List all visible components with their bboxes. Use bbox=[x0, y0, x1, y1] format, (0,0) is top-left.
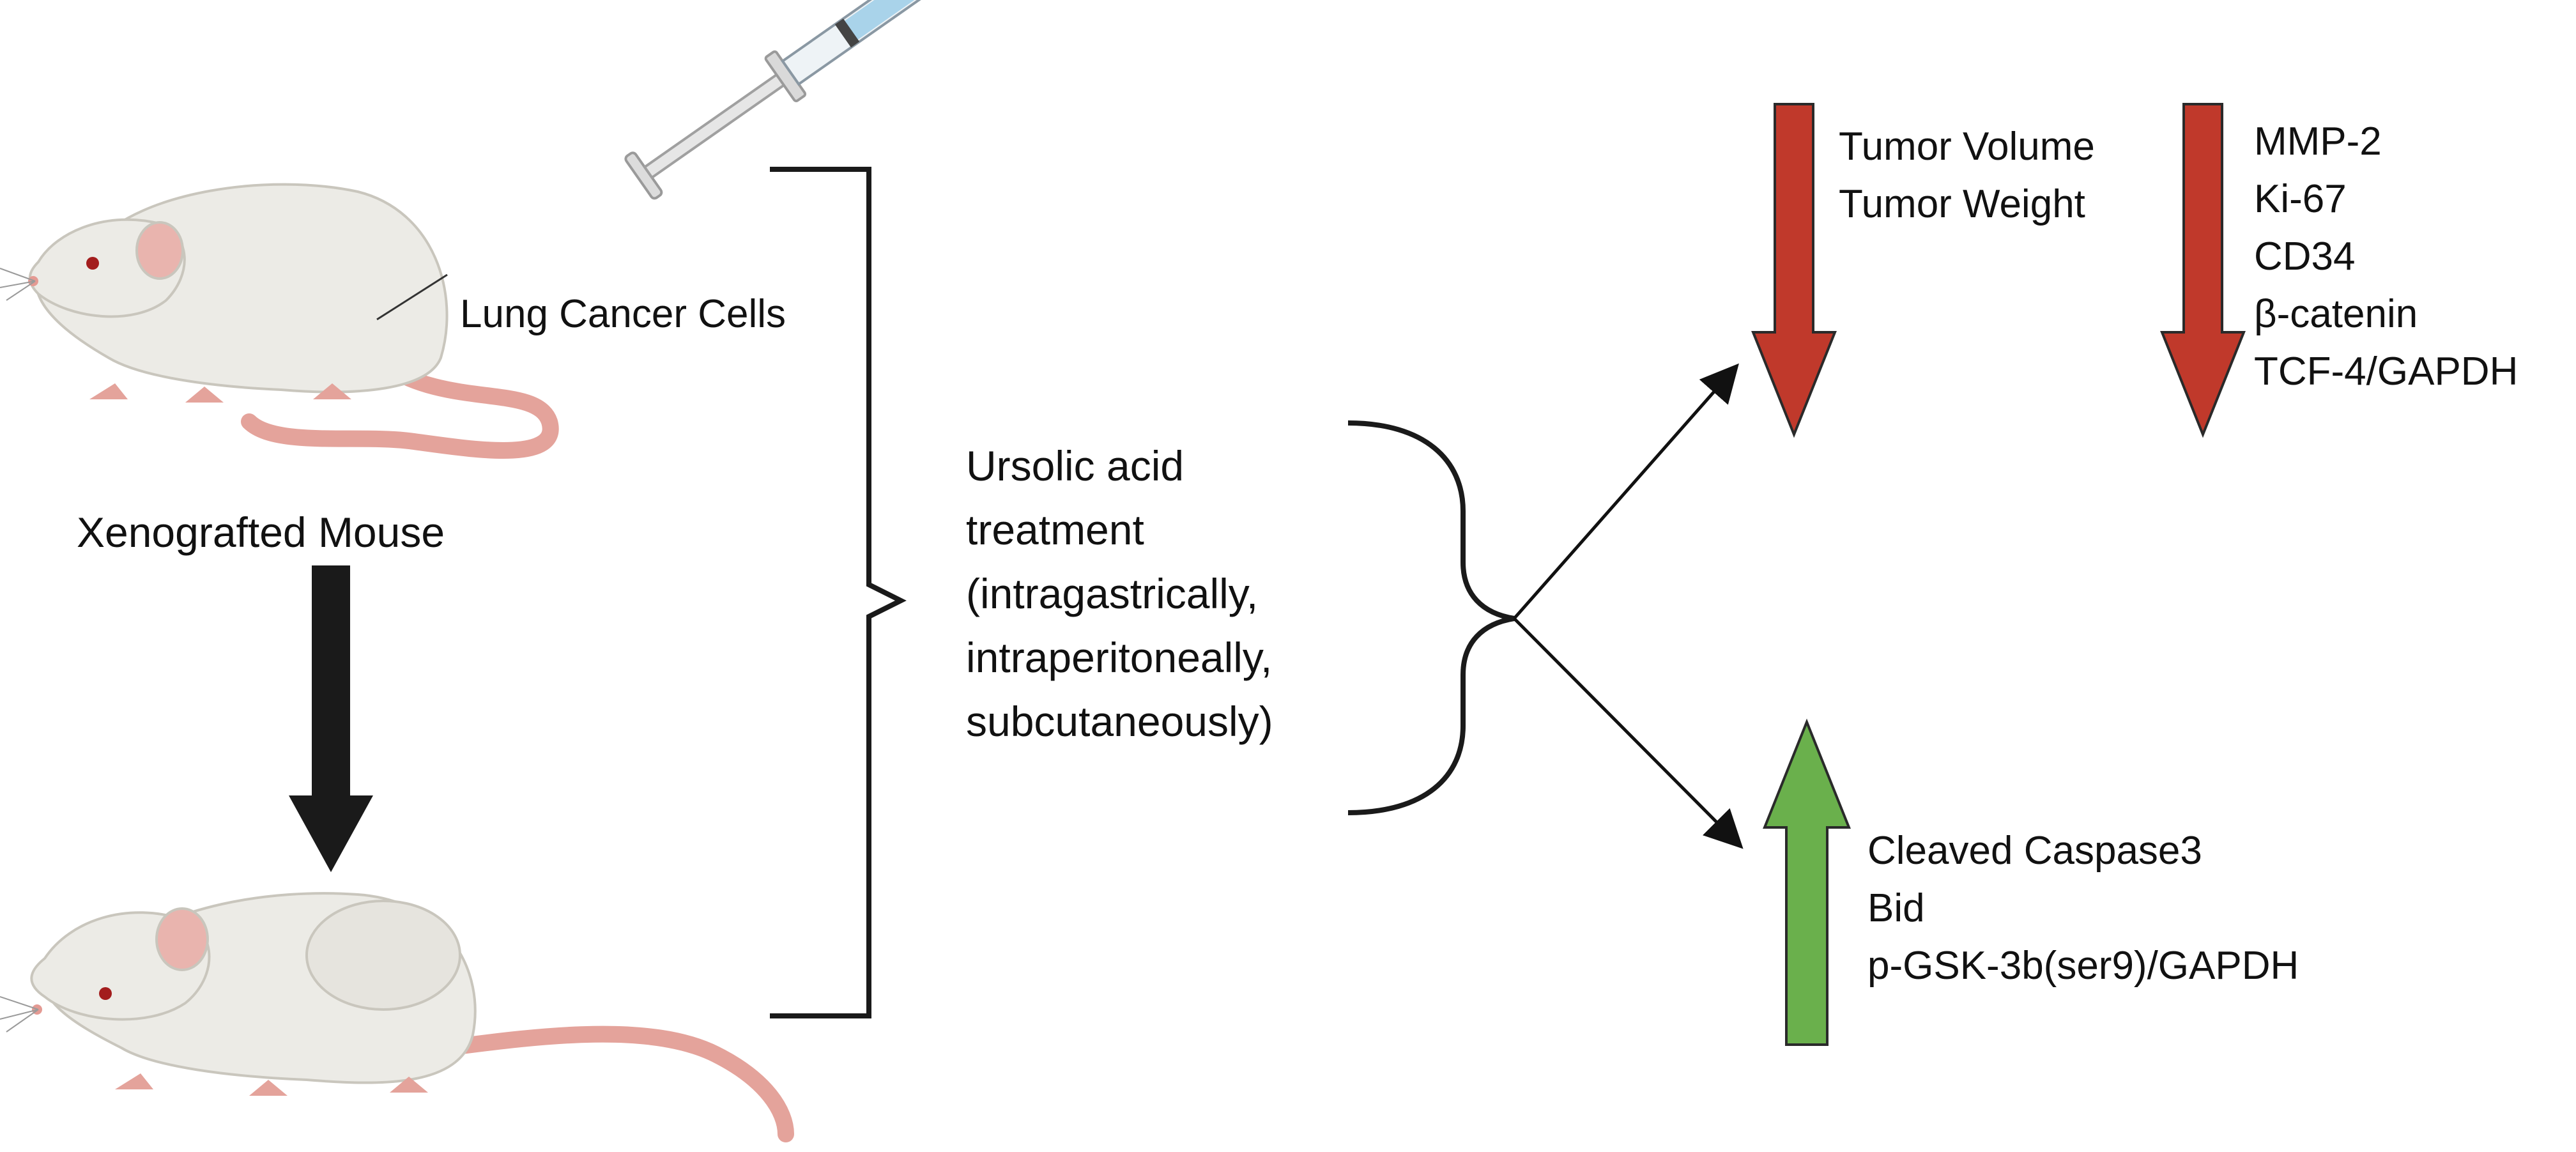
xenografted-mouse-caption: Xenografted Mouse bbox=[77, 509, 445, 556]
mouse-bottom-illustration bbox=[0, 892, 794, 1142]
treatment-line: treatment bbox=[966, 506, 1144, 553]
treatment-line: subcutaneously) bbox=[966, 698, 1273, 745]
arrow-to-decrease bbox=[1513, 363, 1739, 620]
cleaved-caspase3-label: Cleaved Caspase3 bbox=[1867, 829, 2202, 873]
treatment-label: Ursolic acid treatment (intragastrically… bbox=[966, 442, 1273, 745]
decrease-arrow-1 bbox=[1751, 103, 1837, 438]
tcf4-gapdh-label: TCF-4/GAPDH bbox=[2254, 349, 2518, 394]
tumor-volume-label: Tumor Volume bbox=[1839, 125, 2095, 169]
ki67-label: Ki-67 bbox=[2254, 177, 2347, 221]
bid-label: Bid bbox=[1867, 886, 1925, 930]
decrease-group-2-labels: MMP-2 Ki-67 CD34 β-catenin TCF-4/GAPDH bbox=[2254, 119, 2518, 394]
arrow-to-increase bbox=[1513, 617, 1744, 849]
progression-down-arrow bbox=[289, 565, 373, 872]
beta-catenin-label: β-catenin bbox=[2254, 292, 2418, 336]
increase-arrow bbox=[1763, 718, 1851, 1046]
treatment-line: (intragastrically, bbox=[966, 570, 1258, 617]
tumor-weight-label: Tumor Weight bbox=[1839, 182, 2085, 226]
lung-cancer-cells-label: Lung Cancer Cells bbox=[460, 292, 786, 336]
curly-brace bbox=[1347, 420, 1515, 815]
mmp2-label: MMP-2 bbox=[2254, 119, 2382, 164]
increase-group-labels: Cleaved Caspase3 Bid p-GSK-3b(ser9)/GAPD… bbox=[1867, 829, 2299, 988]
treatment-line: intraperitoneally, bbox=[966, 634, 1272, 681]
decrease-arrow-2 bbox=[2160, 103, 2246, 438]
decrease-group-1-labels: Tumor Volume Tumor Weight bbox=[1839, 125, 2095, 226]
grouping-bracket bbox=[770, 167, 907, 1018]
syringe-icon bbox=[624, 0, 989, 200]
cd34-label: CD34 bbox=[2254, 234, 2356, 279]
p-gsk3b-label: p-GSK-3b(ser9)/GAPDH bbox=[1867, 944, 2299, 988]
treatment-line: Ursolic acid bbox=[966, 442, 1184, 489]
mouse-top-illustration bbox=[0, 183, 559, 459]
